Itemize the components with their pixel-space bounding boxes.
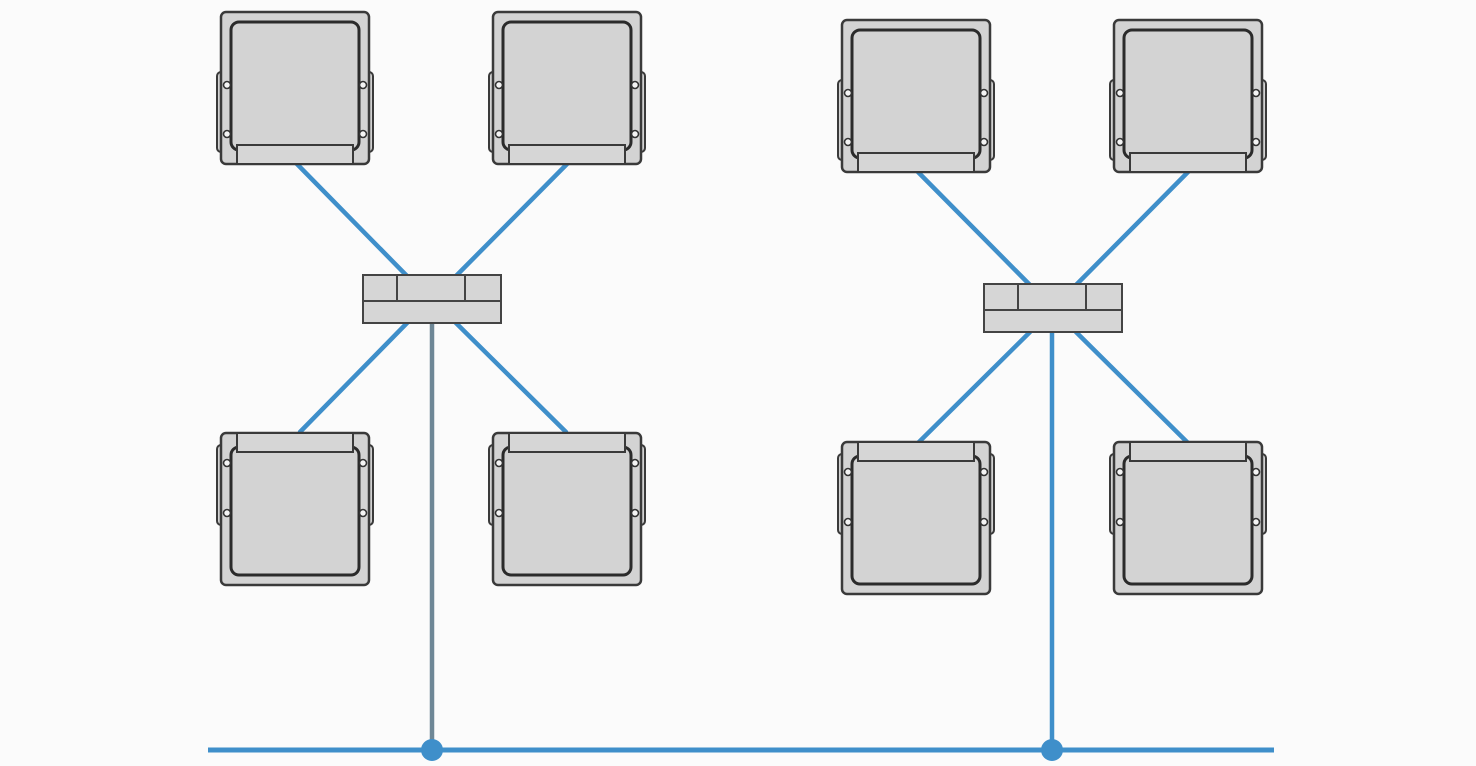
right-cluster: [836, 18, 1268, 750]
ecu-module-icon: [836, 18, 996, 174]
link-left-br: [452, 319, 569, 435]
ecu-module-icon: [1108, 18, 1268, 174]
link-left-tl: [293, 160, 411, 280]
ecu-module-icon: [215, 10, 375, 166]
link-right-bl: [915, 329, 1033, 446]
link-right-br: [1073, 329, 1191, 446]
bus-junction-icon: [421, 739, 443, 761]
ecu-module-icon: [215, 431, 375, 587]
link-left-bl: [297, 319, 411, 435]
link-right-tr: [1073, 169, 1191, 288]
ecu-module-icon: [1108, 440, 1268, 596]
ecu-module-icon: [487, 10, 647, 166]
backbone-bus: [208, 739, 1274, 761]
network-switch-icon: [362, 274, 502, 324]
left-cluster: [215, 10, 647, 750]
ecu-module-icon: [487, 431, 647, 587]
link-left-tr: [452, 160, 571, 280]
bus-junction-icon: [1041, 739, 1063, 761]
ecu-module-icon: [836, 440, 996, 596]
network-switch-icon: [983, 283, 1123, 333]
link-right-tl: [915, 169, 1033, 288]
